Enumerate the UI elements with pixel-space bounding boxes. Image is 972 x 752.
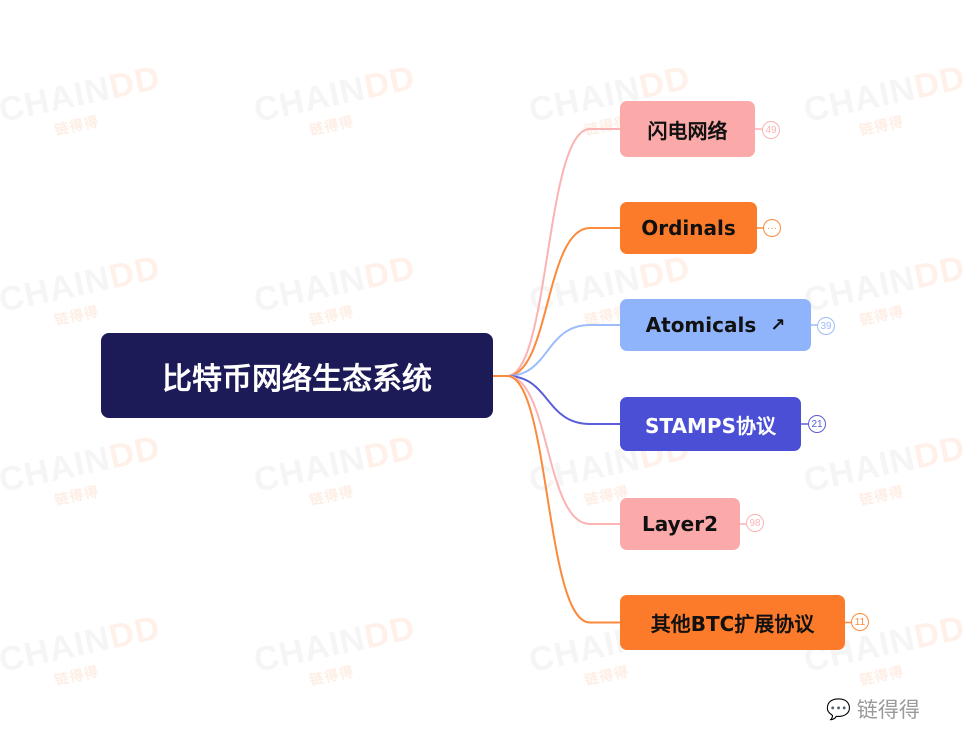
branch-ordinals[interactable]: Ordinals bbox=[620, 202, 757, 254]
child-count-badge[interactable]: 98 bbox=[746, 514, 764, 532]
branch-label: Ordinals bbox=[641, 216, 736, 240]
connector-line bbox=[493, 375, 620, 525]
root-label: 比特币网络生态系统 bbox=[162, 361, 432, 397]
connector-line bbox=[493, 375, 620, 624]
branch-other-btc-protocols[interactable]: 其他BTC扩展协议 bbox=[620, 595, 845, 650]
branch-atomicals[interactable]: Atomicals ↗ bbox=[620, 299, 811, 351]
child-count-badge[interactable]: 21 bbox=[808, 415, 826, 433]
wechat-icon: 💬 bbox=[826, 697, 851, 721]
external-link-icon[interactable]: ↗ bbox=[770, 314, 786, 336]
connector-line bbox=[493, 324, 620, 377]
branch-label: Atomicals bbox=[645, 313, 757, 337]
footer-brand: 💬 链得得 bbox=[826, 694, 920, 724]
more-icon[interactable]: ··· bbox=[763, 219, 781, 237]
connector-line bbox=[493, 128, 620, 377]
branch-label: 其他BTC扩展协议 bbox=[650, 612, 815, 636]
branch-lightning-network[interactable]: 闪电网络 bbox=[620, 101, 755, 157]
root-node[interactable]: 比特币网络生态系统 bbox=[101, 333, 493, 418]
branch-label: 闪电网络 bbox=[647, 118, 728, 143]
branch-label: Layer2 bbox=[641, 512, 718, 536]
child-count-badge[interactable]: 39 bbox=[817, 317, 835, 335]
branch-label: STAMPS协议 bbox=[645, 413, 776, 438]
child-count-badge[interactable]: 49 bbox=[762, 121, 780, 139]
branch-layer2[interactable]: Layer2 bbox=[620, 498, 740, 550]
child-count-badge[interactable]: 11 bbox=[851, 613, 869, 631]
footer-label: 链得得 bbox=[856, 698, 920, 722]
connector-line bbox=[493, 227, 620, 377]
branch-stamps[interactable]: STAMPS协议 bbox=[620, 397, 801, 451]
connector-line bbox=[493, 375, 620, 425]
